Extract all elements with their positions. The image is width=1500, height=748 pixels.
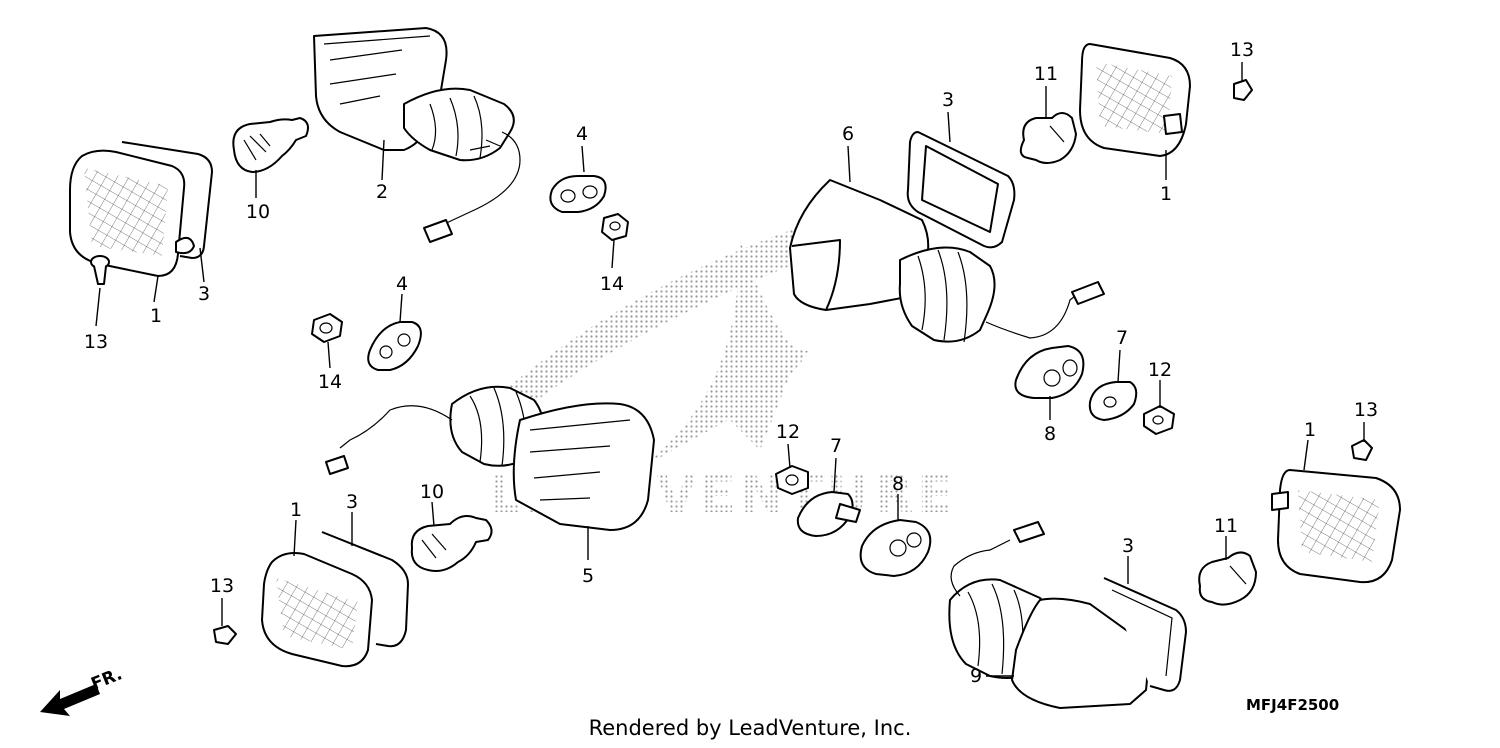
housing-center — [789, 179, 1105, 343]
gasket-bottom-right — [1103, 577, 1187, 692]
diagram-code: MFJ4F2500 — [1246, 696, 1340, 714]
bracket-right — [1088, 381, 1138, 421]
nut-right — [1143, 405, 1175, 435]
arrow-icon — [40, 684, 100, 716]
callout-3: 3 — [198, 283, 210, 305]
grommet-right — [1014, 345, 1085, 399]
bulb-top — [232, 117, 309, 173]
callout-13: 13 — [1230, 39, 1254, 61]
housing-top — [313, 27, 521, 243]
callouts: 1 3 13 10 2 4 14 4 14 6 3 11 1 13 7 8 12… — [84, 39, 1378, 687]
leader-lines — [95, 62, 1365, 677]
bulb-bottom-right — [1198, 551, 1257, 606]
screw-bottom-left — [213, 625, 237, 645]
callout-1: 1 — [1304, 419, 1316, 441]
lens-right — [1271, 469, 1401, 584]
callout-3: 3 — [942, 89, 954, 111]
screw-top-left — [90, 255, 110, 285]
callout-13: 13 — [210, 575, 234, 597]
nut-top — [601, 213, 629, 241]
callout-8: 8 — [1044, 423, 1056, 445]
callout-1: 1 — [150, 305, 162, 327]
callout-14: 14 — [318, 371, 342, 393]
housing-center-left — [325, 385, 655, 531]
front-direction-marker: FR. — [40, 664, 125, 716]
grommet-top — [549, 175, 607, 213]
callout-2: 2 — [376, 181, 388, 203]
callout-11: 11 — [1214, 515, 1238, 537]
callout-3: 3 — [346, 491, 358, 513]
callout-9: 9 — [970, 665, 982, 687]
bulb-bottom — [410, 515, 493, 572]
housing-bottom-right — [948, 521, 1149, 709]
callout-12: 12 — [1148, 359, 1172, 381]
callout-6: 6 — [842, 123, 854, 145]
callout-11: 11 — [1034, 63, 1058, 85]
lens-top-left — [69, 141, 213, 277]
screw-top-right — [1233, 79, 1253, 101]
bulb-top-right — [1019, 112, 1077, 164]
callout-10: 10 — [246, 201, 270, 223]
callout-7: 7 — [1116, 327, 1128, 349]
grommet-middle — [367, 321, 422, 371]
callout-8: 8 — [892, 473, 904, 495]
callout-3: 3 — [1122, 535, 1134, 557]
bracket-center — [796, 491, 861, 537]
footer-credit: Rendered by LeadVenture, Inc. — [588, 716, 912, 740]
callout-10: 10 — [420, 481, 444, 503]
callout-12: 12 — [776, 421, 800, 443]
lens-top-right — [1079, 43, 1191, 157]
callout-4: 4 — [396, 273, 408, 295]
fr-label: FR. — [88, 664, 125, 694]
callout-1: 1 — [290, 499, 302, 521]
gasket-top-center — [906, 131, 1016, 249]
callout-4: 4 — [576, 123, 588, 145]
nut-middle — [311, 313, 343, 343]
callout-5: 5 — [582, 565, 594, 587]
screw-right — [1351, 439, 1373, 461]
callout-13: 13 — [1354, 399, 1378, 421]
callout-13: 13 — [84, 331, 108, 353]
lens-bottom-left — [261, 531, 409, 668]
callout-14: 14 — [600, 273, 624, 295]
callout-1: 1 — [1160, 183, 1172, 205]
grommet-center — [859, 519, 932, 577]
nut-center — [775, 465, 809, 495]
callout-7: 7 — [830, 435, 842, 457]
